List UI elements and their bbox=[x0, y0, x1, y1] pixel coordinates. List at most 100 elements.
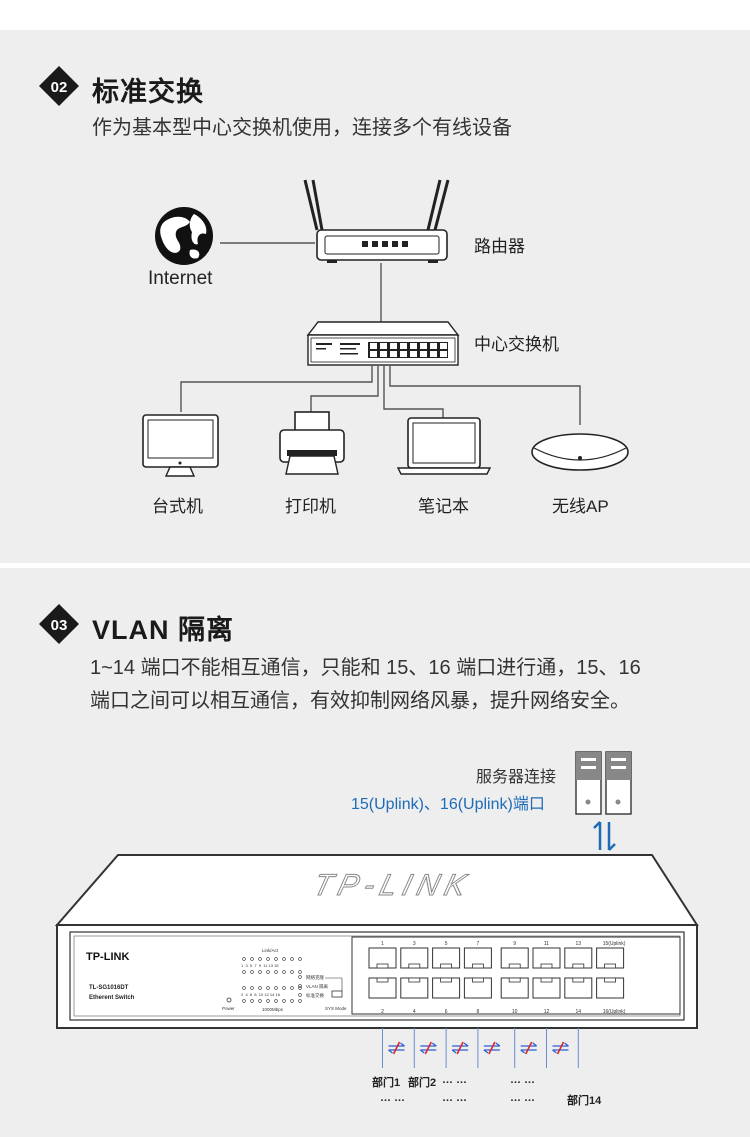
port-number-label: 2 bbox=[381, 1009, 384, 1015]
port-latch bbox=[508, 977, 521, 983]
vlan-isolation-panel: 03 VLAN 隔离 1~14 端口不能相互通信，只能和 15、16 端口进行通… bbox=[0, 568, 750, 1137]
status-leds bbox=[242, 957, 302, 1003]
ethernet-ports bbox=[368, 947, 625, 999]
internet-label: Internet bbox=[148, 268, 213, 289]
laptop-icon bbox=[396, 417, 492, 475]
svg-text:TP-LINK: TP-LINK bbox=[310, 868, 475, 901]
port-number-label: 13 bbox=[576, 941, 582, 947]
port-latch bbox=[572, 977, 585, 983]
blocked-arrow-icon bbox=[483, 1049, 500, 1054]
mode-leds bbox=[298, 975, 302, 997]
port-number-label: 4 bbox=[413, 1009, 416, 1015]
dept-14-label: 部门14 bbox=[567, 1095, 602, 1107]
printer-label: 打印机 bbox=[285, 497, 336, 516]
section-number-badge: 02 bbox=[39, 66, 79, 106]
port-number-label: 1 bbox=[381, 941, 384, 947]
port-latch bbox=[471, 963, 484, 969]
blocked-arrow-icon bbox=[552, 1049, 569, 1054]
blocked-arrow-icon bbox=[452, 1042, 469, 1047]
server-connection-label: 服务器连接 bbox=[476, 769, 557, 786]
ellipsis-label: … … bbox=[442, 1074, 468, 1086]
port-latch bbox=[440, 963, 453, 969]
central-switch-icon bbox=[306, 321, 460, 366]
section-description: 作为基本型中心交换机使用，连接多个有线设备 bbox=[92, 117, 512, 139]
port-latch bbox=[604, 963, 616, 969]
section-description-line2: 端口之间可以相互通信，有效抑制网络风暴，提升网络安全。 bbox=[90, 690, 630, 712]
block-mark-icon bbox=[392, 1041, 401, 1055]
port-number-label: 15(Uplink) bbox=[603, 941, 626, 947]
department-links bbox=[382, 1028, 579, 1068]
section-title: VLAN 隔离 bbox=[92, 615, 234, 645]
svg-text:1000Mbps: 1000Mbps bbox=[262, 1007, 284, 1012]
port-latch bbox=[408, 963, 421, 969]
printer-icon bbox=[279, 411, 345, 475]
blocked-arrow-icon bbox=[419, 1049, 437, 1054]
port-latch bbox=[376, 977, 389, 983]
port-number-label: 11 bbox=[544, 941, 549, 947]
dept-2-label: 部门2 bbox=[408, 1077, 437, 1089]
port-number-label: 16(Uplink) bbox=[603, 1009, 626, 1015]
globe-icon bbox=[155, 207, 213, 265]
standard-switching-panel: 02 标准交换 作为基本型中心交换机使用，连接多个有线设备 bbox=[0, 30, 750, 563]
port-latch bbox=[408, 977, 421, 983]
connection-lines bbox=[180, 365, 581, 425]
block-mark-icon bbox=[456, 1041, 464, 1055]
dept-1-label: 部门1 bbox=[372, 1077, 401, 1089]
access-point-icon bbox=[531, 433, 629, 471]
section-title: 标准交换 bbox=[92, 77, 204, 107]
port-latch bbox=[440, 977, 453, 983]
section-number-badge: 03 bbox=[39, 604, 79, 644]
svg-text:Link/Act: Link/Act bbox=[262, 948, 279, 953]
ap-label: 无线AP bbox=[552, 497, 609, 516]
blocked-arrow-icon bbox=[420, 1042, 437, 1047]
blocked-arrow-icon bbox=[552, 1042, 569, 1047]
router-label: 路由器 bbox=[474, 237, 525, 256]
svg-text:Power: Power bbox=[222, 1006, 235, 1011]
port-latch bbox=[540, 977, 553, 983]
vlan-diagram: TP-LINK TP-LINK TL-SG1016DT Etherent Swi… bbox=[54, 751, 699, 1068]
port-number-label: 10 bbox=[512, 1009, 518, 1015]
desktop-icon bbox=[142, 414, 219, 477]
svg-text:02: 02 bbox=[51, 79, 68, 96]
port-number-label: 8 bbox=[477, 1009, 480, 1015]
router-icon bbox=[303, 179, 450, 263]
network-diagram bbox=[142, 179, 629, 477]
port-number-label: 12 bbox=[544, 1009, 550, 1015]
blocked-arrow-icon bbox=[388, 1042, 405, 1047]
svg-text:标准交换: 标准交换 bbox=[306, 992, 324, 999]
blocked-arrow-icon bbox=[388, 1049, 405, 1054]
port-number-label: 6 bbox=[445, 1009, 448, 1015]
ellipsis-label: … … bbox=[442, 1092, 468, 1104]
ellipsis-label: … … bbox=[510, 1092, 536, 1104]
ellipsis-label: … … bbox=[380, 1092, 406, 1104]
port-latch bbox=[471, 977, 484, 983]
svg-text:03: 03 bbox=[51, 617, 68, 634]
port-number-label: 14 bbox=[576, 1009, 582, 1015]
port-number-label: 9 bbox=[513, 941, 516, 947]
svg-text:网络克隆: 网络克隆 bbox=[306, 974, 324, 981]
section-description-line1: 1~14 端口不能相互通信，只能和 15、16 端口进行通，15、16 bbox=[90, 657, 641, 679]
block-mark-icon bbox=[488, 1041, 496, 1055]
blocked-arrow-icon bbox=[520, 1049, 537, 1054]
svg-text:2 4 6 8 10 12 14 16: 2 4 6 8 10 12 14 16 bbox=[241, 992, 281, 997]
svg-text:Etherent Switch: Etherent Switch bbox=[89, 995, 135, 1001]
port-number-label: 7 bbox=[477, 941, 480, 947]
svg-text:SYS Mode: SYS Mode bbox=[325, 1006, 347, 1011]
blocked-arrow-icon bbox=[520, 1042, 538, 1047]
port-latch bbox=[376, 963, 389, 969]
laptop-label: 笔记本 bbox=[418, 497, 469, 516]
port-number-label: 5 bbox=[445, 941, 448, 947]
port-latch bbox=[508, 963, 521, 969]
svg-text:TL-SG1016DT: TL-SG1016DT bbox=[89, 985, 129, 991]
port-latch bbox=[572, 963, 585, 969]
uplink-arrows-icon bbox=[593, 821, 616, 851]
block-mark-icon bbox=[524, 1041, 533, 1055]
ellipsis-label: … … bbox=[510, 1074, 536, 1086]
tl-sg1016dt-switch: TP-LINK TP-LINK TL-SG1016DT Etherent Swi… bbox=[54, 854, 699, 1029]
blocked-arrow-icon bbox=[483, 1042, 501, 1047]
uplink-port-label: 15(Uplink)、16(Uplink)端口 bbox=[351, 796, 545, 813]
port-number-label: 3 bbox=[413, 941, 416, 947]
block-mark-icon bbox=[424, 1041, 433, 1055]
blocked-arrow-icon bbox=[451, 1049, 469, 1054]
